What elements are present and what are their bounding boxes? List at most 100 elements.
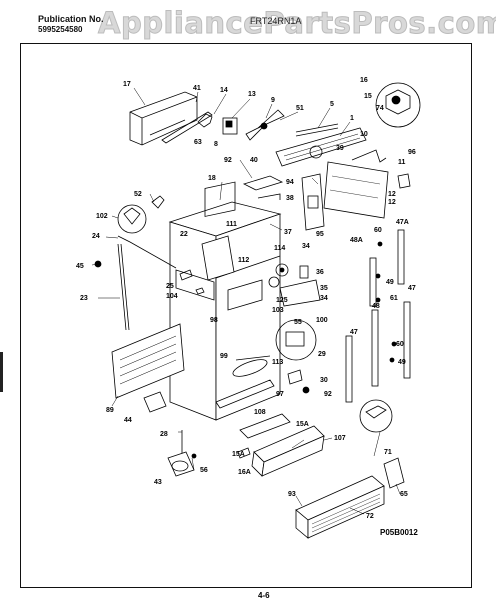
label-44: 44 <box>124 417 132 424</box>
diagram-frame <box>20 43 472 588</box>
label-107: 107 <box>334 435 346 442</box>
part-48-rail <box>371 309 379 387</box>
label-37: 37 <box>284 229 292 236</box>
part-125-bracket <box>279 279 321 307</box>
label-61: 61 <box>390 295 398 302</box>
publication-number: 5995254580 <box>38 25 83 34</box>
label-25: 25 <box>166 283 174 290</box>
label-5: 5 <box>330 101 334 108</box>
label-51: 51 <box>296 105 304 112</box>
part-108-rail <box>239 413 291 439</box>
label-96: 96 <box>408 149 416 156</box>
publication-label: Publication No. <box>38 14 104 24</box>
label-48: 48 <box>372 303 380 310</box>
label-45: 45 <box>76 263 84 270</box>
part-40-shelf <box>242 175 284 191</box>
label-47c: 47 <box>350 329 358 336</box>
part-48a-rail <box>369 257 377 307</box>
part-41-strip <box>161 111 213 144</box>
label-15a1: 15A <box>296 421 309 428</box>
label-98: 98 <box>210 317 218 324</box>
label-104: 104 <box>166 293 178 300</box>
part-97-bar <box>215 379 275 409</box>
label-95: 95 <box>316 231 324 238</box>
label-99: 99 <box>220 353 228 360</box>
part-17-bracket <box>129 91 198 146</box>
part-47c-rail <box>345 335 353 403</box>
label-89: 89 <box>106 407 114 414</box>
cabinet-liner <box>168 181 282 421</box>
label-102: 102 <box>96 213 108 220</box>
label-38: 38 <box>286 195 294 202</box>
label-63: 63 <box>194 139 202 146</box>
part-112-control-housing <box>201 235 235 281</box>
label-43: 43 <box>154 479 162 486</box>
label-39: 39 <box>336 145 344 152</box>
label-48a: 48A <box>350 237 363 244</box>
part-94-bracket <box>301 173 325 231</box>
part-103-panel <box>227 279 263 311</box>
label-30: 30 <box>320 377 328 384</box>
detail-circle-damper <box>375 82 421 128</box>
label-15a2: 15A <box>232 451 245 458</box>
label-1: 1 <box>350 115 354 122</box>
label-113: 113 <box>272 359 283 366</box>
page-number: 4-6 <box>258 591 270 600</box>
label-29: 29 <box>318 351 326 358</box>
label-8: 8 <box>214 141 218 148</box>
label-35: 35 <box>320 285 328 292</box>
part-39-panel <box>323 161 389 219</box>
part-47-rail <box>403 301 411 379</box>
label-34a: 34 <box>302 243 310 250</box>
watermark-text: AppliancePartsPros.com <box>97 6 496 41</box>
part-43-motor-mount <box>167 451 195 477</box>
detail-circle-55 <box>275 319 317 361</box>
label-34b: 34 <box>320 295 328 302</box>
label-49a: 49 <box>386 279 394 286</box>
part-24-wire <box>117 235 177 269</box>
label-28: 28 <box>160 431 168 438</box>
part-13-switch <box>222 117 238 135</box>
label-47b: 47 <box>408 285 416 292</box>
label-108: 108 <box>254 409 266 416</box>
label-22: 22 <box>180 231 188 238</box>
label-12b: 12 <box>388 199 396 206</box>
label-112: 112 <box>238 257 249 264</box>
label-92b: 92 <box>324 391 332 398</box>
label-111: 111 <box>226 221 237 228</box>
part-11-tab <box>397 173 411 189</box>
label-56: 56 <box>200 467 208 474</box>
label-97: 97 <box>276 391 284 398</box>
label-93: 93 <box>288 491 296 498</box>
detail-circle-71 <box>359 399 393 433</box>
part-9-fan-blade <box>245 109 285 141</box>
label-100: 100 <box>316 317 328 324</box>
label-65: 65 <box>400 491 408 498</box>
label-23: 23 <box>80 295 88 302</box>
part-95-block <box>307 195 319 209</box>
label-52: 52 <box>134 191 142 198</box>
label-60a: 60 <box>374 227 382 234</box>
part-1-evaporator-cover <box>275 127 367 167</box>
label-103: 103 <box>272 307 284 314</box>
part-114-knob <box>275 263 289 277</box>
model-number: FRT24RN1A <box>250 16 302 26</box>
label-9: 9 <box>271 97 275 104</box>
diagram-code: P05B0012 <box>380 528 418 537</box>
part-44-block <box>143 391 167 413</box>
label-49b: 49 <box>398 359 406 366</box>
label-72: 72 <box>366 513 374 520</box>
label-16: 16 <box>360 77 368 84</box>
label-18: 18 <box>208 175 216 182</box>
label-12a: 12 <box>388 191 396 198</box>
label-17: 17 <box>123 81 131 88</box>
label-36: 36 <box>316 269 324 276</box>
label-11: 11 <box>398 159 406 166</box>
label-14: 14 <box>220 87 228 94</box>
label-71: 71 <box>384 449 392 456</box>
label-94: 94 <box>286 179 294 186</box>
label-16a: 16A <box>238 469 251 476</box>
label-41: 41 <box>193 85 201 92</box>
label-55: 55 <box>294 319 302 326</box>
